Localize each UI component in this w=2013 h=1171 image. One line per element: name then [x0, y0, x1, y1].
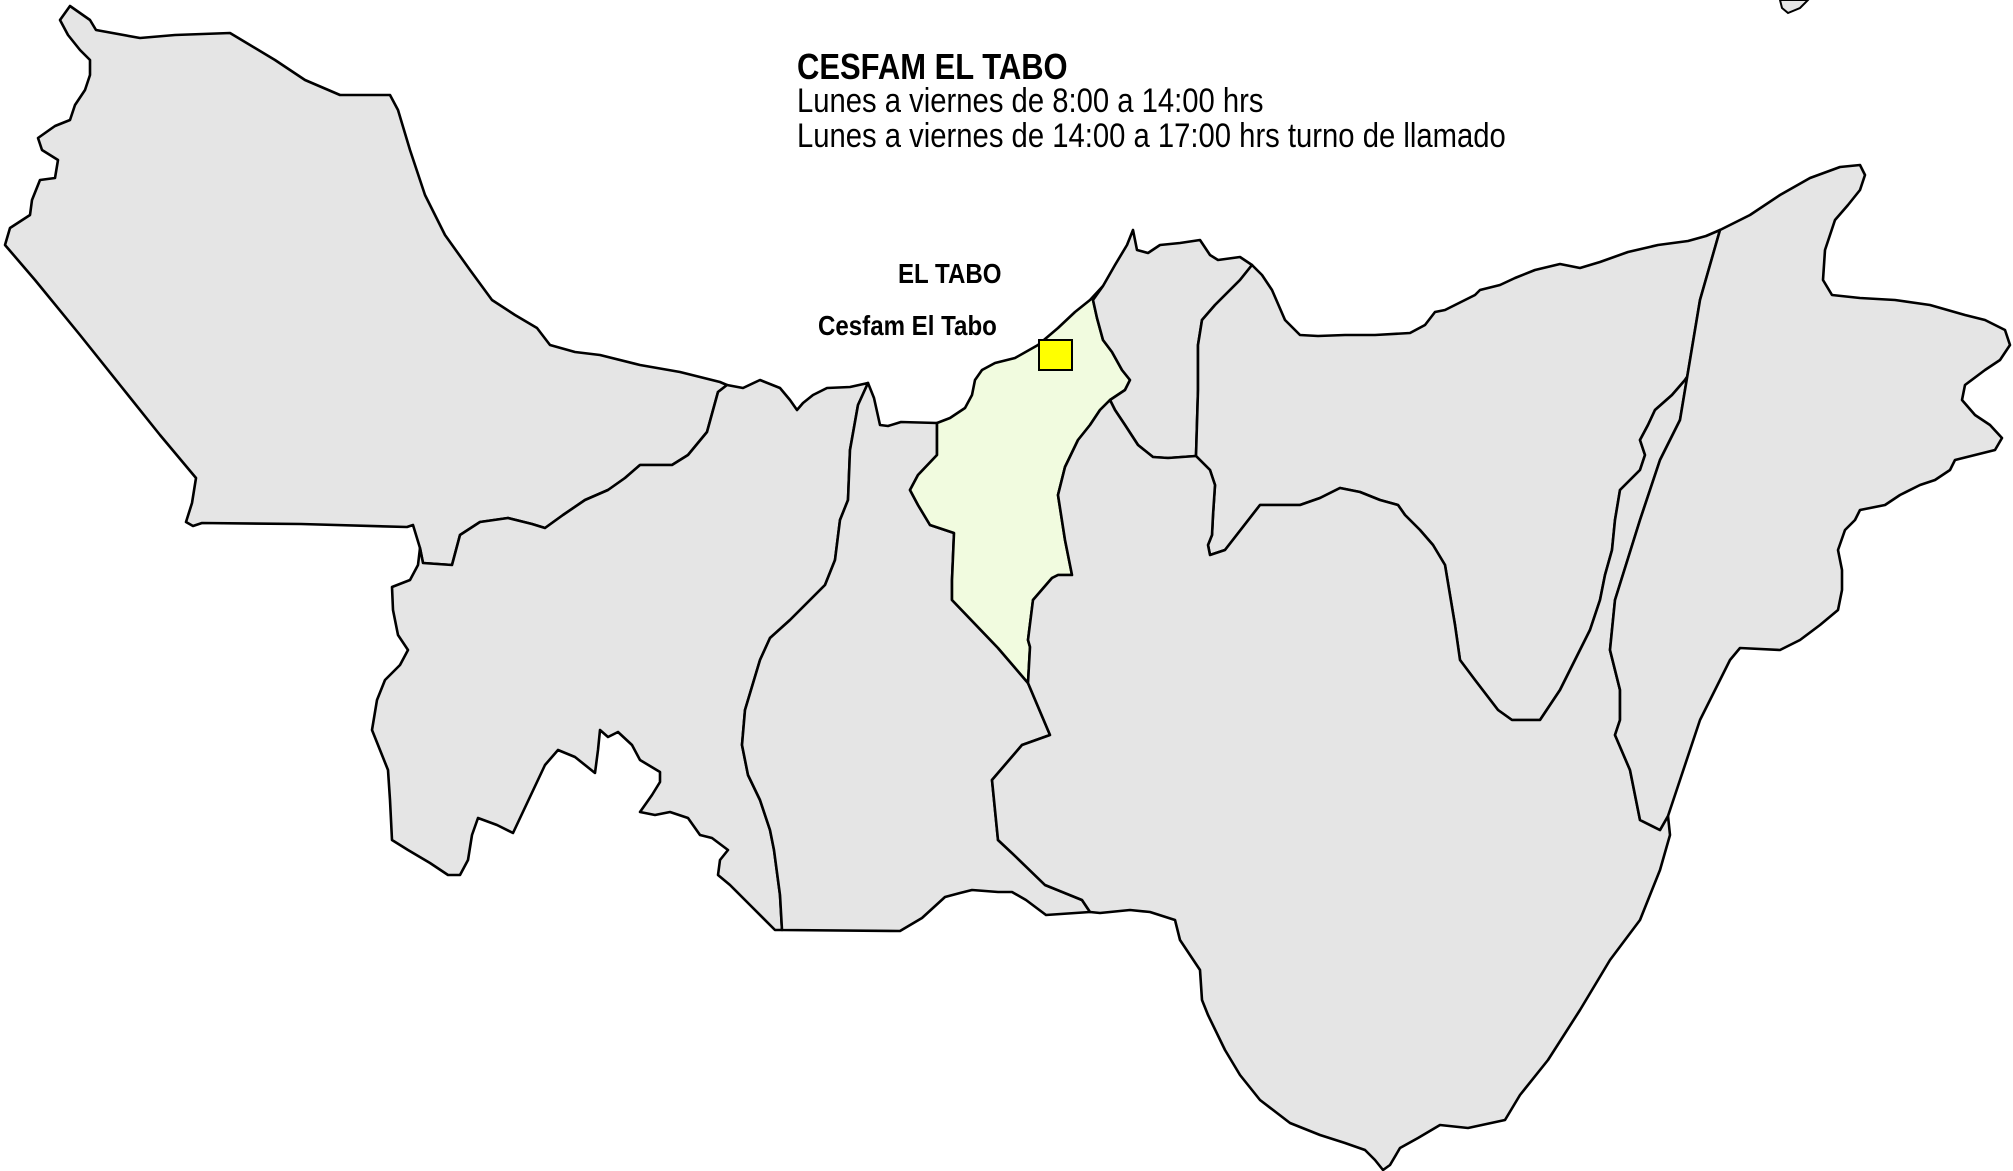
region-east[interactable]	[1608, 163, 2012, 832]
square-marker-icon[interactable]	[1038, 339, 1073, 371]
facility-label: Cesfam El Tabo	[818, 310, 997, 341]
info-schedule-line-2: Lunes a viernes de 14:00 a 17:00 hrs tur…	[797, 117, 1506, 155]
region-southwest[interactable]	[370, 378, 870, 932]
map-fragment	[1778, 0, 1810, 15]
region-east-central[interactable]	[990, 228, 1722, 1171]
info-schedule-line-1: Lunes a viernes de 8:00 a 14:00 hrs	[797, 82, 1264, 120]
commune-label: EL TABO	[898, 258, 1002, 289]
info-title: CESFAM EL TABO	[797, 46, 1068, 87]
